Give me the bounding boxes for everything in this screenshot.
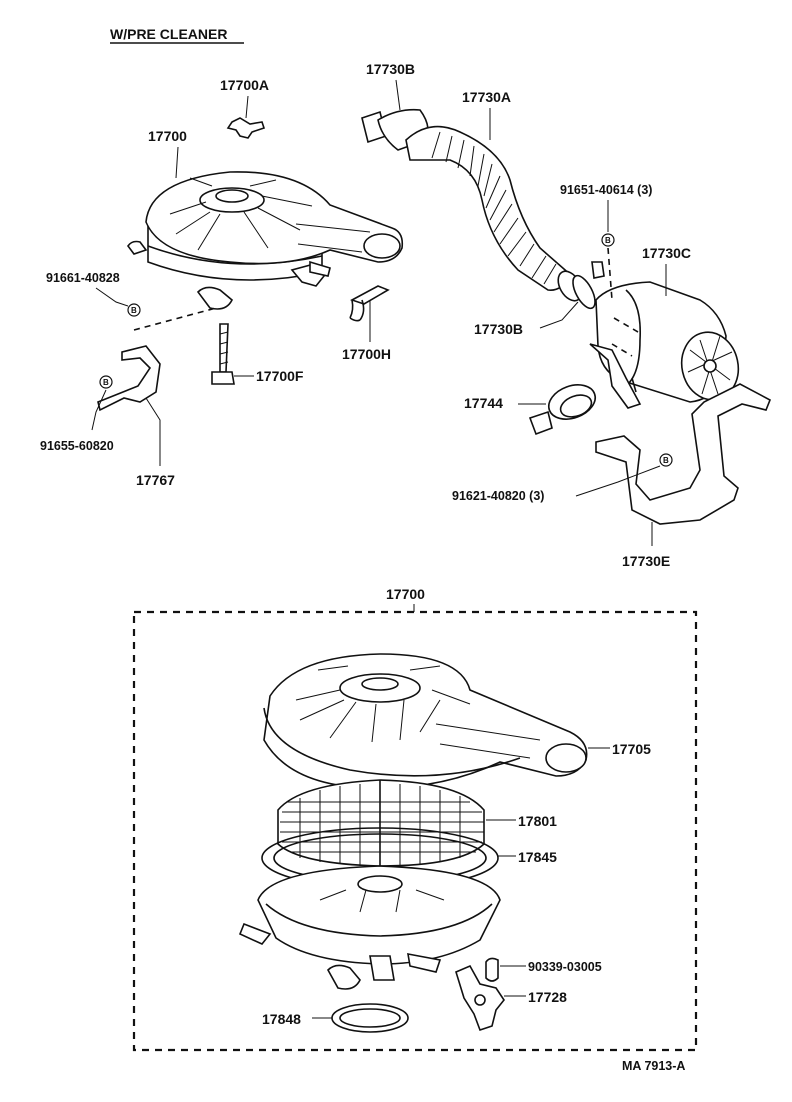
label-17845: 17845 xyxy=(518,849,557,865)
air-cleaner-lid-17705 xyxy=(263,653,588,789)
hose-17700h xyxy=(349,285,390,322)
drawing-code: MA 7913-A xyxy=(622,1059,685,1073)
hose-clamp-17744 xyxy=(528,384,597,436)
ring-gasket-17848 xyxy=(331,1003,409,1033)
label-17705: 17705 xyxy=(612,741,651,757)
label-91661-40828: 91661-40828 xyxy=(46,271,120,285)
label-17730a: 17730A xyxy=(462,89,511,105)
label-17767: 17767 xyxy=(136,472,175,488)
bolt-mark-91621: B xyxy=(659,453,673,467)
filter-element-17801 xyxy=(277,779,485,867)
assembly-bracket-box xyxy=(132,610,698,1052)
mount-bracket-17730e xyxy=(589,343,772,525)
corrugated-hose-17730a xyxy=(405,125,583,302)
label-91655-60820: 91655-60820 xyxy=(40,439,114,453)
label-17801: 17801 xyxy=(518,813,557,829)
plug-90339 xyxy=(485,957,499,982)
bolt-mark-91651: B xyxy=(601,233,615,247)
label-17730b-bottom: 17730B xyxy=(474,321,523,337)
svg-text:B: B xyxy=(663,456,669,465)
label-17700a: 17700A xyxy=(220,77,269,93)
label-90339-03005: 90339-03005 xyxy=(528,960,602,974)
hose-clamp-17730b-bottom xyxy=(572,261,605,310)
label-17700-upper: 17700 xyxy=(148,128,187,144)
label-91651-40614: 91651-40614 (3) xyxy=(560,183,652,197)
pre-cleaner-17730c xyxy=(595,281,740,403)
label-17700f: 17700F xyxy=(256,368,304,384)
air-cleaner-assembly-upper xyxy=(127,171,404,310)
label-17848: 17848 xyxy=(262,1011,301,1027)
label-17700h: 17700H xyxy=(342,346,391,362)
label-17730e: 17730E xyxy=(622,553,670,569)
label-17728: 17728 xyxy=(528,989,567,1005)
bracket-17767 xyxy=(97,345,161,412)
label-17744: 17744 xyxy=(464,395,503,411)
wing-nut-17700a xyxy=(226,117,266,139)
label-17730b-top: 17730B xyxy=(366,61,415,77)
air-cleaner-case xyxy=(238,865,501,990)
svg-text:B: B xyxy=(103,378,109,387)
svg-text:B: B xyxy=(605,236,611,245)
bolt-mark-91661: B xyxy=(127,303,141,317)
label-17700-assembly: 17700 xyxy=(386,586,425,602)
valve-17728 xyxy=(455,964,505,1032)
label-91621-40820: 91621-40820 (3) xyxy=(452,489,544,503)
diagram-title: W/PRE CLEANER xyxy=(110,26,227,42)
stud-bolt-17700f xyxy=(211,323,235,385)
label-17730c: 17730C xyxy=(642,245,691,261)
svg-text:B: B xyxy=(131,306,137,315)
bolt-mark-91655: B xyxy=(99,375,113,389)
